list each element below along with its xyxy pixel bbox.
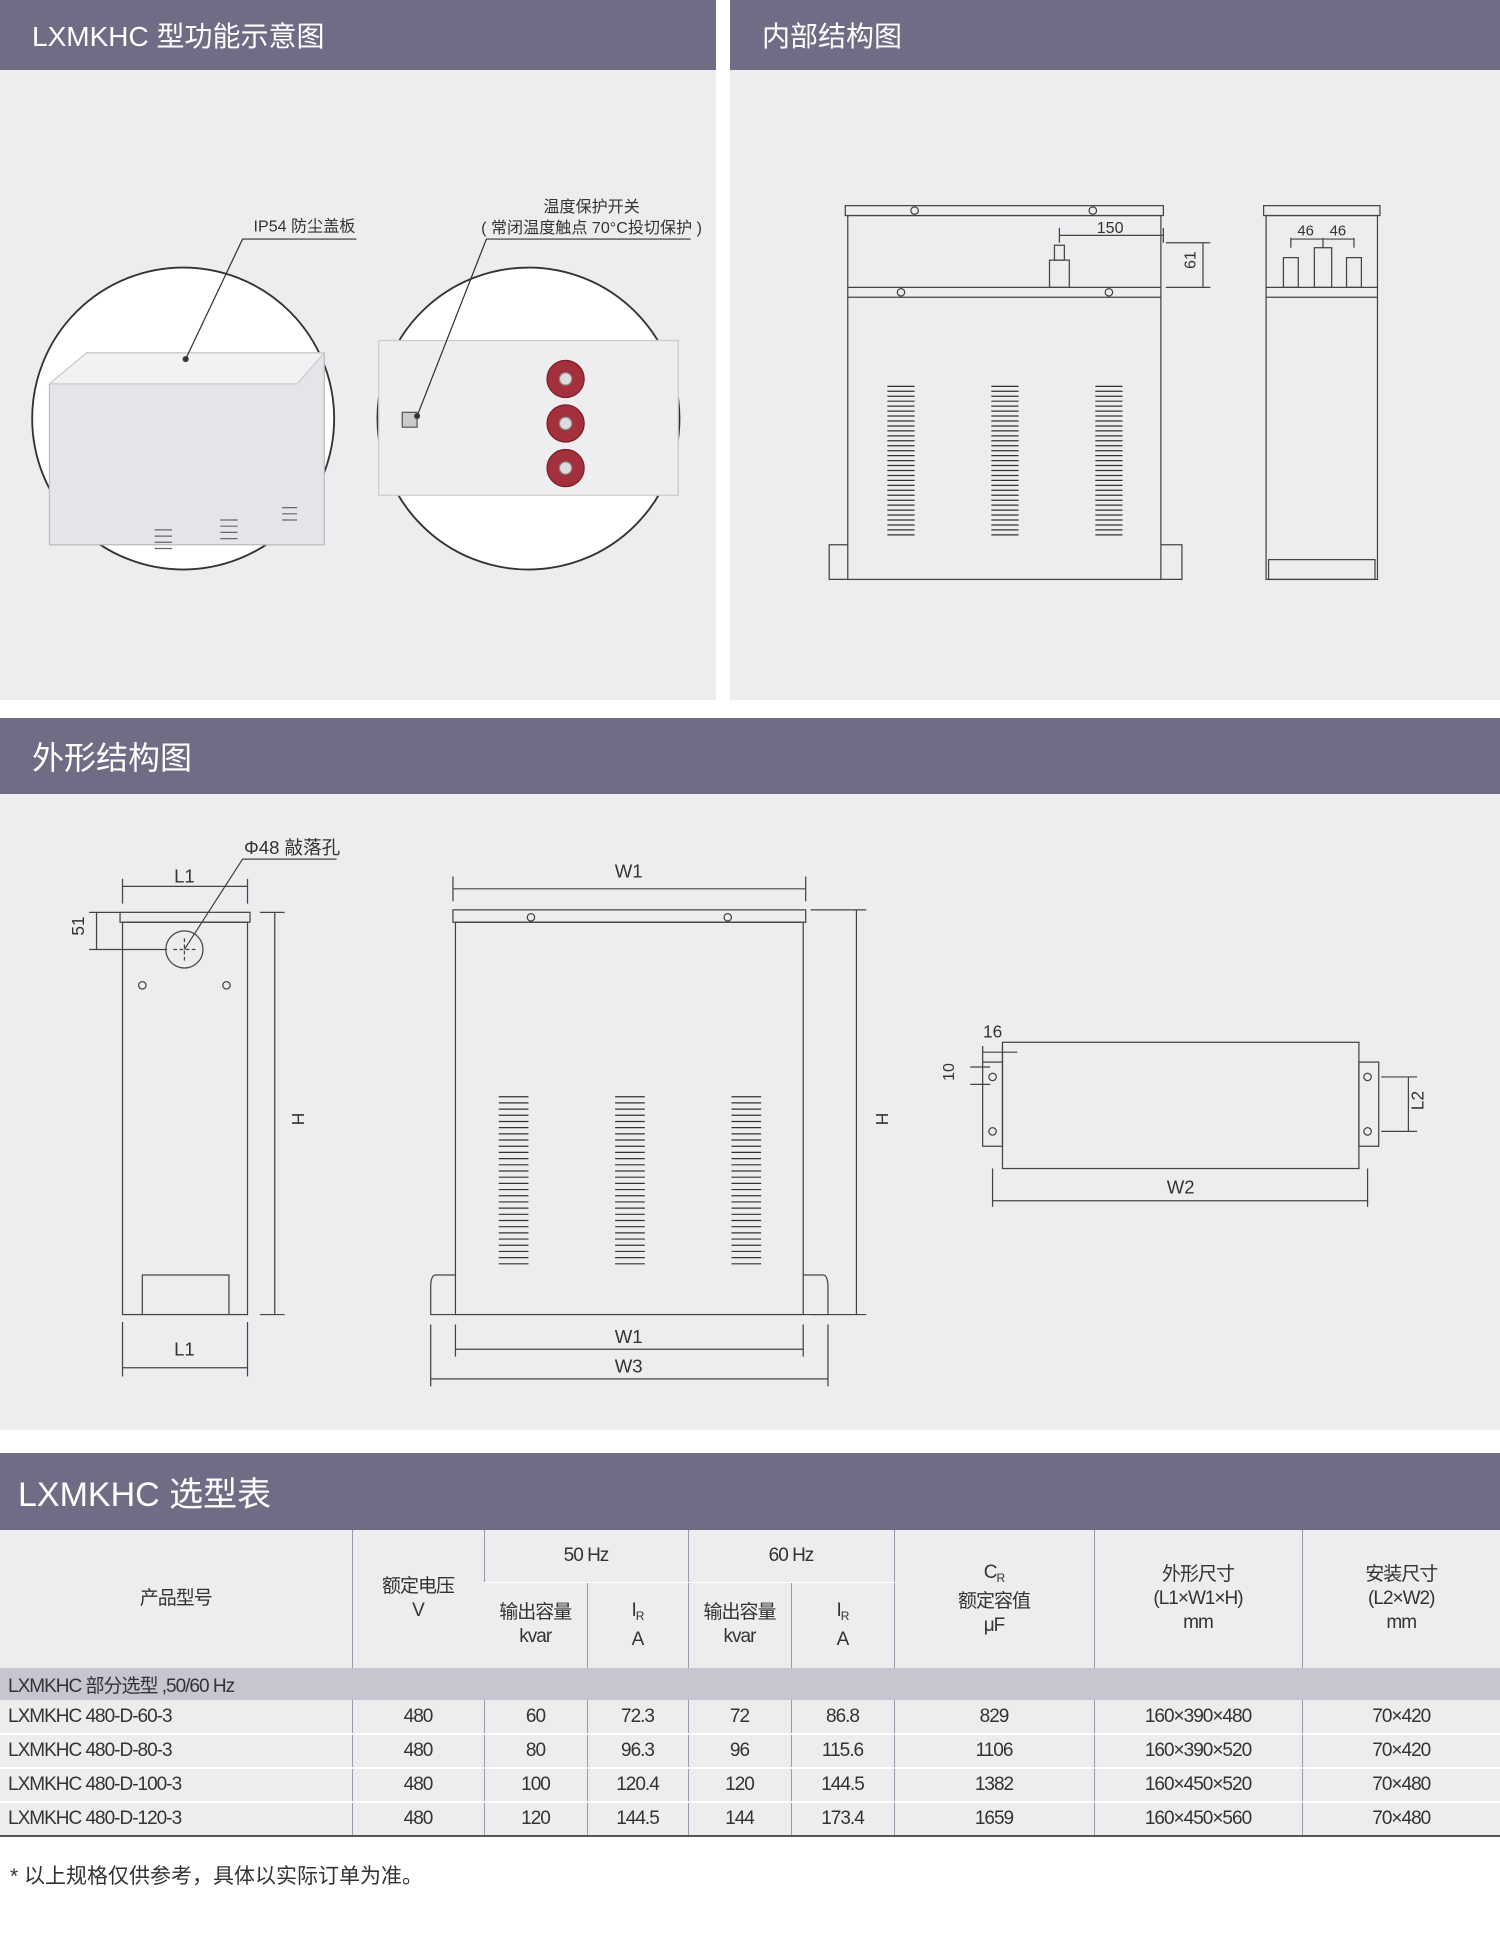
dim-61: 61 [1182,251,1200,269]
table-cell: 144 [687,1802,791,1837]
table-cell: LXMKHC 480-D-120-3 [0,1802,352,1837]
cabinet-photo-circle [31,266,336,571]
table-cell: 1382 [893,1768,1094,1803]
dim-10: 10 [940,1063,958,1081]
table-cell: 829 [893,1700,1094,1735]
table-cell: 1659 [893,1802,1094,1837]
dim-W1-bottom: W1 [615,1326,643,1347]
outline-panel [0,718,1500,1430]
table-cell: 144.5 [586,1802,688,1837]
dim-46-left: 46 [1297,223,1314,239]
section-title: 内部结构图 [762,21,903,52]
outline-front-view [430,876,867,1387]
terminal-photo-circle [376,266,681,571]
table-cell: 144.5 [790,1768,894,1803]
table-cell: 96.3 [586,1734,688,1769]
col-50hz: 50 Hz [483,1530,688,1583]
table-cell: 70×480 [1301,1802,1500,1837]
dim-W1-top: W1 [615,861,643,882]
dim-L1-bottom: L1 [174,1338,195,1359]
table-cell: 160×450×560 [1093,1802,1302,1837]
outline-top-view [970,1041,1418,1207]
function-header: LXMKHC 型功能示意图 [0,0,716,70]
table-cell: 72 [687,1700,791,1735]
outline-side-view [89,858,337,1377]
section-row: LXMKHC 部分选型 ,50/60 Hz [0,1668,1500,1700]
section-title: LXMKHC 型功能示意图 [32,21,325,52]
internal-panel [730,0,1500,700]
col-mount-dims: 安装尺寸(L2×W2)mm [1301,1530,1500,1668]
dim-16: 16 [983,1021,1002,1041]
col-outer-dims: 外形尺寸(L1×W1×H)mm [1093,1530,1302,1668]
selection-header: LXMKHC 选型表 [0,1453,1500,1530]
internal-side-view [1262,205,1381,581]
internal-front-view [828,205,1211,581]
temp-switch-callout: 温度保护开关 [543,198,639,216]
section-title: 外形结构图 [32,740,193,776]
table-cell: 80 [483,1734,587,1769]
knockout-label: Φ48 敲落孔 [244,837,340,858]
temp-switch-detail: ( 常闭温度触点 70°C投切保护 ) [481,219,702,237]
table-cell: 70×480 [1301,1768,1500,1803]
table-cell: 70×420 [1301,1734,1500,1769]
table-cell: 1106 [893,1734,1094,1769]
dim-L2: L2 [1407,1091,1427,1110]
col-model: 产品型号 [139,1588,213,1609]
table-cell: 480 [351,1802,484,1837]
dim-W2: W2 [1167,1176,1195,1197]
table-cell: 480 [351,1734,484,1769]
cover-callout: IP54 防尘盖板 [254,218,356,236]
internal-header: 内部结构图 [730,0,1500,70]
table-cell: 72.3 [586,1700,688,1735]
table-cell: 115.6 [790,1734,894,1769]
dim-150: 150 [1097,219,1124,237]
table-cell: LXMKHC 480-D-80-3 [0,1734,352,1769]
table-cell: 160×390×520 [1093,1734,1302,1769]
table-cell: 120 [687,1768,791,1803]
dim-46-right: 46 [1330,223,1347,239]
table-cell: 86.8 [790,1700,894,1735]
col-60hz: 60 Hz [687,1530,894,1583]
dim-H-side: H [288,1113,308,1126]
table-cell: 120 [483,1802,587,1837]
table-cell: 173.4 [790,1802,894,1837]
dim-L1-top: L1 [174,866,195,887]
table-cell: 60 [483,1700,587,1735]
table-cell: 480 [351,1700,484,1735]
footnote: * 以上规格仅供参考，具体以实际订单为准。 [10,1865,424,1888]
table-cell: 96 [687,1734,791,1769]
table-cell: 480 [351,1768,484,1803]
dim-H-front: H [872,1113,892,1126]
outline-header: 外形结构图 [0,718,1500,794]
section-title: LXMKHC 选型表 [18,1476,272,1514]
table-cell: 120.4 [586,1768,688,1803]
table-cell: 160×390×480 [1093,1700,1302,1735]
table-cell: LXMKHC 480-D-60-3 [0,1700,352,1735]
table-cell: 160×450×520 [1093,1768,1302,1803]
table-cell: 70×420 [1301,1700,1500,1735]
table-cell: 100 [483,1768,587,1803]
dim-W3: W3 [615,1356,643,1377]
table-cell: LXMKHC 480-D-100-3 [0,1768,352,1803]
dim-51: 51 [68,916,88,935]
